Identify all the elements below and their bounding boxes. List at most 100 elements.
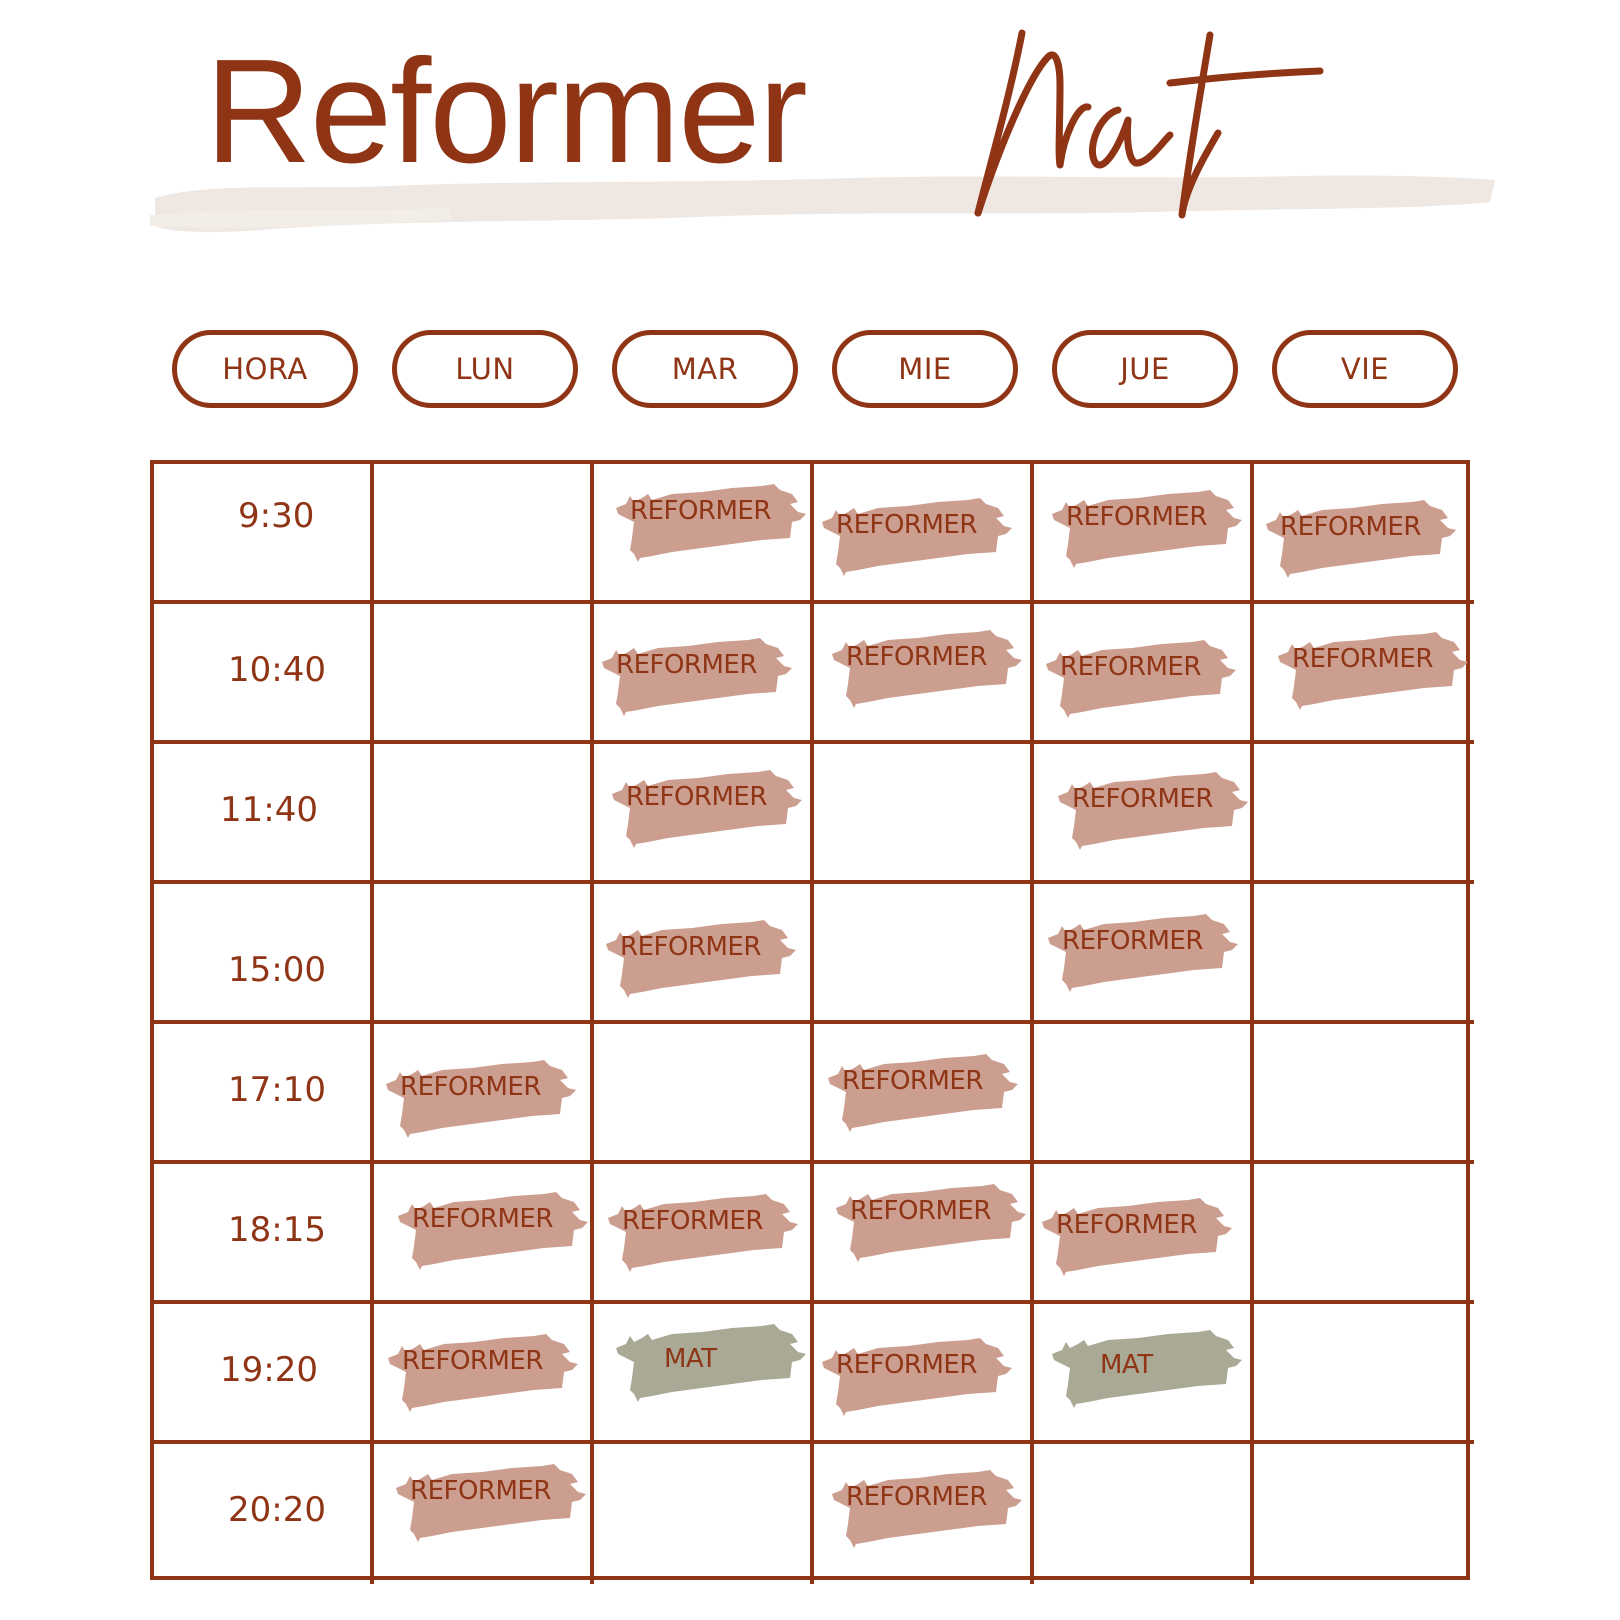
brush-stroke-icon [606,920,796,998]
time-label: 10:40 [228,650,326,690]
brush-stroke-icon [822,498,1012,576]
schedule-cell-jue[interactable]: REFORMER [1034,884,1254,1024]
schedule-cell-mie[interactable]: REFORMER [814,1304,1034,1444]
schedule-cell-lun[interactable] [374,744,594,884]
class-label-reformer: REFORMER [622,1206,763,1236]
brush-stroke-icon [398,1192,588,1270]
class-label-reformer: REFORMER [846,1482,987,1512]
schedule-cell-mar[interactable]: REFORMER [594,884,814,1024]
reformer-class-brush: REFORMER [382,1058,577,1138]
class-label-reformer: REFORMER [1072,784,1213,814]
reformer-class-brush: REFORMER [604,1192,799,1272]
schedule-cell-lun[interactable] [374,884,594,1024]
class-label-reformer: REFORMER [836,1350,977,1380]
title-mat-script: Mat [974,29,1324,219]
schedule-cell-mar[interactable]: REFORMER [594,604,814,744]
reformer-class-brush: REFORMER [818,496,1013,576]
schedule-cell-vie[interactable] [1254,1024,1474,1164]
brush-stroke-icon [832,1470,1022,1548]
reformer-class-brush: REFORMER [612,482,807,562]
class-label-reformer: REFORMER [850,1196,991,1226]
class-label-reformer: REFORMER [846,642,987,672]
time-cell: 15:00 [154,884,374,1024]
schedule-cell-mar[interactable]: REFORMER [594,1164,814,1304]
schedule-cell-jue[interactable]: REFORMER [1034,744,1254,884]
schedule-cell-mar[interactable] [594,1444,814,1584]
class-label-reformer: REFORMER [630,496,771,526]
brush-stroke-icon [388,1334,578,1412]
schedule-cell-vie[interactable] [1254,744,1474,884]
schedule-cell-mie[interactable] [814,884,1034,1024]
class-label-reformer: REFORMER [1056,1210,1197,1240]
schedule-cell-vie[interactable] [1254,1164,1474,1304]
schedule-cell-mie[interactable] [814,744,1034,884]
reformer-class-brush: REFORMER [608,768,803,848]
schedule-cell-vie[interactable] [1254,1304,1474,1444]
schedule-cell-vie[interactable] [1254,884,1474,1024]
reformer-class-brush: REFORMER [598,636,793,716]
reformer-class-brush: REFORMER [602,918,797,998]
brush-stroke-icon [1042,1198,1232,1276]
reformer-class-brush: REFORMER [832,1182,1027,1262]
brush-stroke-icon [1266,500,1456,578]
schedule-cell-mie[interactable]: REFORMER [814,1024,1034,1164]
class-label-reformer: REFORMER [1292,644,1433,674]
schedule-cell-mar[interactable]: REFORMER [594,744,814,884]
reformer-class-brush: REFORMER [1044,912,1239,992]
schedule-cell-jue[interactable]: REFORMER [1034,604,1254,744]
time-label: 17:10 [228,1070,326,1110]
time-cell: 18:15 [154,1164,374,1304]
brush-stroke-icon [822,1338,1012,1416]
class-label-mat: MAT [664,1344,717,1374]
schedule-cell-lun[interactable]: REFORMER [374,1164,594,1304]
schedule-cell-jue[interactable]: REFORMER [1034,464,1254,604]
header-jue: JUE [1052,330,1238,408]
schedule-cell-vie[interactable]: REFORMER [1254,604,1474,744]
class-label-reformer: REFORMER [1280,512,1421,542]
reformer-class-brush: REFORMER [1054,770,1249,850]
schedule-cell-jue[interactable]: MAT [1034,1304,1254,1444]
brush-stroke-icon [396,1464,586,1542]
schedule-cell-jue[interactable] [1034,1024,1254,1164]
header-vie: VIE [1272,330,1458,408]
schedule-cell-lun[interactable] [374,604,594,744]
time-cell: 19:20 [154,1304,374,1444]
reformer-class-brush: REFORMER [824,1052,1019,1132]
header-hora: HORA [172,330,358,408]
class-label-reformer: REFORMER [836,510,977,540]
schedule-cell-jue[interactable]: REFORMER [1034,1164,1254,1304]
brush-stroke-icon [1048,914,1238,992]
schedule-cell-lun[interactable]: REFORMER [374,1304,594,1444]
schedule-cell-lun[interactable] [374,464,594,604]
brush-stroke-icon [1052,490,1242,568]
schedule-cell-lun[interactable]: REFORMER [374,1444,594,1584]
time-cell: 10:40 [154,604,374,744]
schedule-cell-vie[interactable]: REFORMER [1254,464,1474,604]
brush-stroke-icon [608,1194,798,1272]
reformer-class-brush: REFORMER [1048,488,1243,568]
class-label-reformer: REFORMER [1066,502,1207,532]
time-label: 11:40 [220,790,318,830]
schedule-cell-mie[interactable]: REFORMER [814,604,1034,744]
brush-stroke-icon [386,1060,576,1138]
class-label-reformer: REFORMER [1062,926,1203,956]
schedule-cell-vie[interactable] [1254,1444,1474,1584]
schedule-cell-mar[interactable]: MAT [594,1304,814,1444]
time-label: 9:30 [238,496,315,536]
brush-stroke-icon [828,1054,1018,1132]
schedule-cell-lun[interactable]: REFORMER [374,1024,594,1164]
schedule-cell-mie[interactable]: REFORMER [814,464,1034,604]
brush-stroke-icon [836,1184,1026,1262]
schedule-cell-mie[interactable]: REFORMER [814,1444,1034,1584]
schedule-cell-mie[interactable]: REFORMER [814,1164,1034,1304]
brush-stroke-icon [1046,640,1236,718]
schedule-cell-mar[interactable] [594,1024,814,1164]
reformer-class-brush: REFORMER [828,1468,1023,1548]
reformer-class-brush: REFORMER [1042,638,1237,718]
reformer-class-brush: REFORMER [384,1332,579,1412]
schedule-cell-jue[interactable] [1034,1444,1254,1584]
schedule-cell-mar[interactable]: REFORMER [594,464,814,604]
class-label-reformer: REFORMER [400,1072,541,1102]
brush-stroke-icon [616,1324,806,1402]
class-label-reformer: REFORMER [620,932,761,962]
